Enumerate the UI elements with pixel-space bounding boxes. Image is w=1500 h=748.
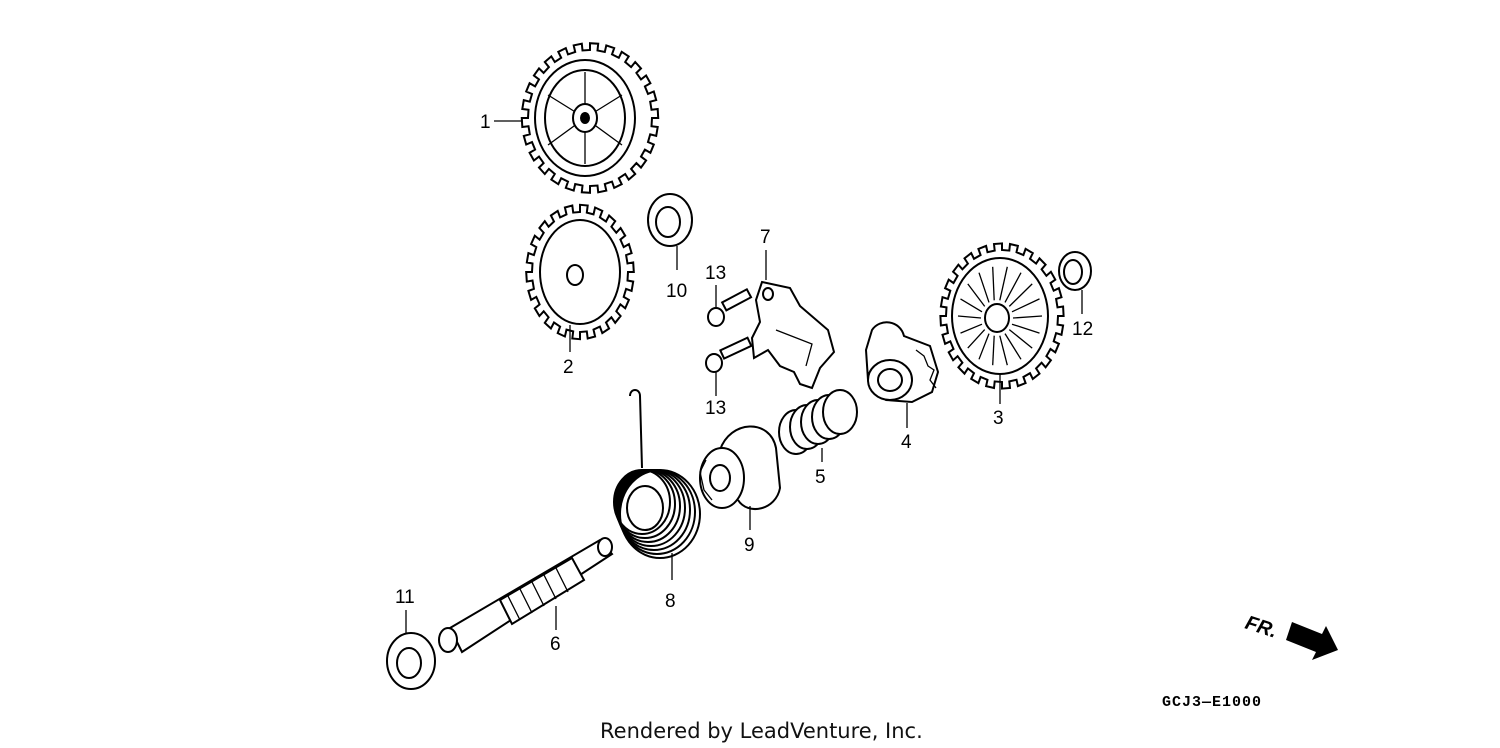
callout-11: 10 (666, 281, 687, 302)
shaft-6-icon (438, 537, 614, 654)
callout-6: 6 (550, 634, 561, 655)
callout-10: 11 (395, 587, 415, 608)
washer-10-icon (386, 632, 436, 690)
spring8-bore (626, 485, 664, 531)
gear-2-icon (525, 203, 635, 341)
gear3-fin (1008, 283, 1033, 307)
callout-9: 9 (744, 535, 755, 556)
bracket-7-icon (750, 280, 836, 390)
callout-4: 4 (901, 432, 912, 453)
diagram-code: GCJ3—E1000 (1162, 694, 1262, 711)
gear-1-icon (520, 42, 660, 194)
gear3-fin (992, 335, 995, 366)
arrow-right-icon (1286, 622, 1338, 660)
gear3-fin (1008, 329, 1033, 349)
gear3-fin (1012, 315, 1043, 319)
gear3-fin (1004, 333, 1022, 360)
gear3-fin (1004, 272, 1022, 303)
collar-9-icon (699, 425, 782, 510)
gear3-fin (1011, 298, 1040, 313)
spring8-coil (613, 469, 671, 535)
gear3-fin (999, 266, 1008, 301)
washer-11-icon (647, 193, 693, 247)
gear3-fin (960, 298, 983, 313)
callout-13b: 13 (705, 398, 726, 419)
spring5-coil (822, 389, 858, 435)
gear3-fin (978, 333, 990, 360)
callout-1: 1 (480, 112, 491, 133)
gear3-fin (957, 315, 982, 319)
spring-5-icon (778, 389, 858, 455)
callout-8: 8 (665, 591, 676, 612)
callout-7: 7 (760, 227, 771, 248)
gear3-fin (1011, 323, 1040, 334)
callout-12: 12 (1072, 319, 1093, 340)
gear3-fin (978, 272, 990, 303)
front-direction-indicator: FR. (1242, 612, 1338, 660)
gear3-fin (992, 266, 995, 301)
credit-text: Rendered by LeadVenture, Inc. (600, 719, 923, 743)
callout-5: 5 (815, 467, 826, 488)
callout-3: 3 (993, 408, 1004, 429)
washer-12-icon (1058, 251, 1092, 291)
gear3-fin (967, 283, 986, 307)
gear3-fin (967, 329, 986, 349)
callout-13a: 13 (705, 263, 726, 284)
gear3-fin (999, 335, 1008, 366)
torsion-spring-8-icon (613, 389, 701, 559)
callout-2: 2 (563, 357, 574, 378)
front-label: FR. (1242, 612, 1279, 643)
bolt-13a-icon (707, 287, 753, 327)
gear-3-icon (939, 242, 1065, 390)
ratchet-4-icon (864, 321, 940, 404)
bolt-13b-icon (705, 336, 753, 373)
gear3-fin (960, 323, 983, 334)
